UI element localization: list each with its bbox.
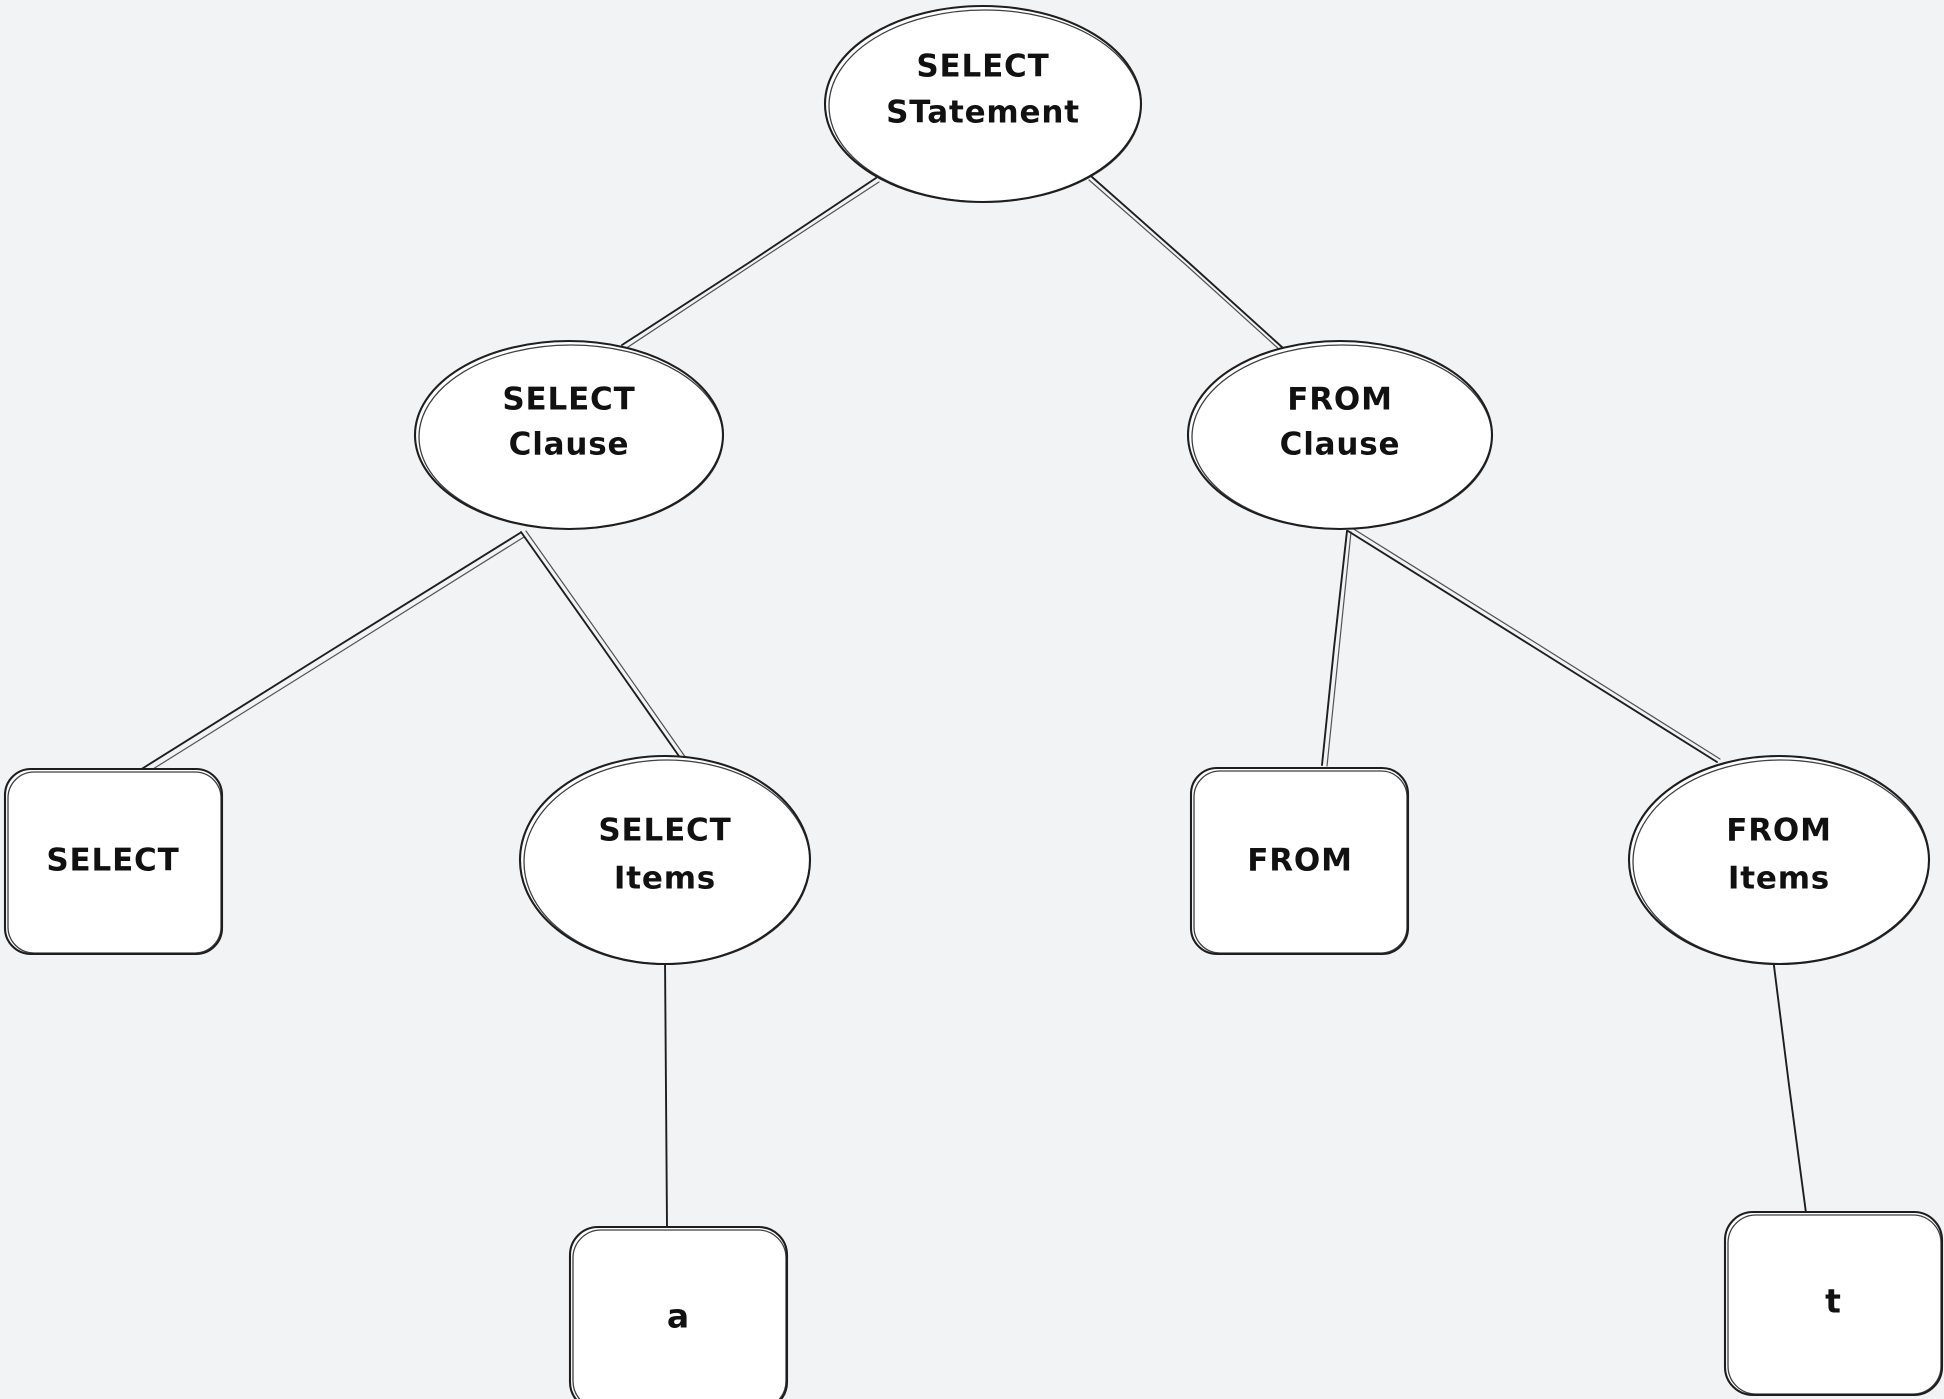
edge-from-clause-to-from-items xyxy=(1347,527,1721,763)
node-from-clause[interactable]: FROM Clause xyxy=(1186,339,1494,531)
node-from-terminal[interactable]: FROM xyxy=(1189,766,1410,956)
node-select-items-line2: Items xyxy=(614,861,716,897)
node-from-clause-line1: FROM xyxy=(1287,382,1392,418)
node-select-clause-line2: Clause xyxy=(509,427,630,463)
node-select-statement-line2: STatement xyxy=(886,95,1080,131)
node-from-items-line2: Items xyxy=(1728,861,1830,897)
node-select-clause[interactable]: SELECT Clause xyxy=(413,339,725,531)
edge-from-clause-to-from-terminal xyxy=(1321,530,1352,767)
node-select-items-line1: SELECT xyxy=(598,813,731,849)
node-table-t-label: t xyxy=(1825,1282,1841,1321)
node-column-a-label: a xyxy=(667,1297,689,1336)
edge-stmt-to-from-clause xyxy=(1088,176,1284,352)
node-column-a[interactable]: a xyxy=(568,1225,789,1399)
node-from-clause-line2: Clause xyxy=(1280,427,1401,463)
node-select-terminal-label: SELECT xyxy=(46,843,179,879)
node-select-items[interactable]: SELECT Items xyxy=(518,754,812,966)
edge-select-items-to-column-a xyxy=(664,957,668,1227)
node-from-terminal-label: FROM xyxy=(1247,843,1352,879)
node-table-t[interactable]: t xyxy=(1723,1210,1944,1397)
node-select-terminal[interactable]: SELECT xyxy=(3,767,224,956)
edge-from-items-to-table-t xyxy=(1772,957,1807,1214)
edge-select-clause-to-select-items xyxy=(520,530,687,760)
edge-stmt-to-select-clause xyxy=(621,177,880,350)
node-from-items-line1: FROM xyxy=(1726,813,1831,849)
node-select-statement-line1: SELECT xyxy=(916,49,1049,85)
node-select-clause-line1: SELECT xyxy=(502,382,635,418)
node-from-items[interactable]: FROM Items xyxy=(1627,754,1931,966)
nodes-layer: SELECT STatement SELECT Clause FROM Clau… xyxy=(3,4,1944,1399)
node-select-statement[interactable]: SELECT STatement xyxy=(823,4,1143,204)
edges-layer xyxy=(139,176,1807,1227)
edge-select-clause-to-select-terminal xyxy=(139,532,525,775)
